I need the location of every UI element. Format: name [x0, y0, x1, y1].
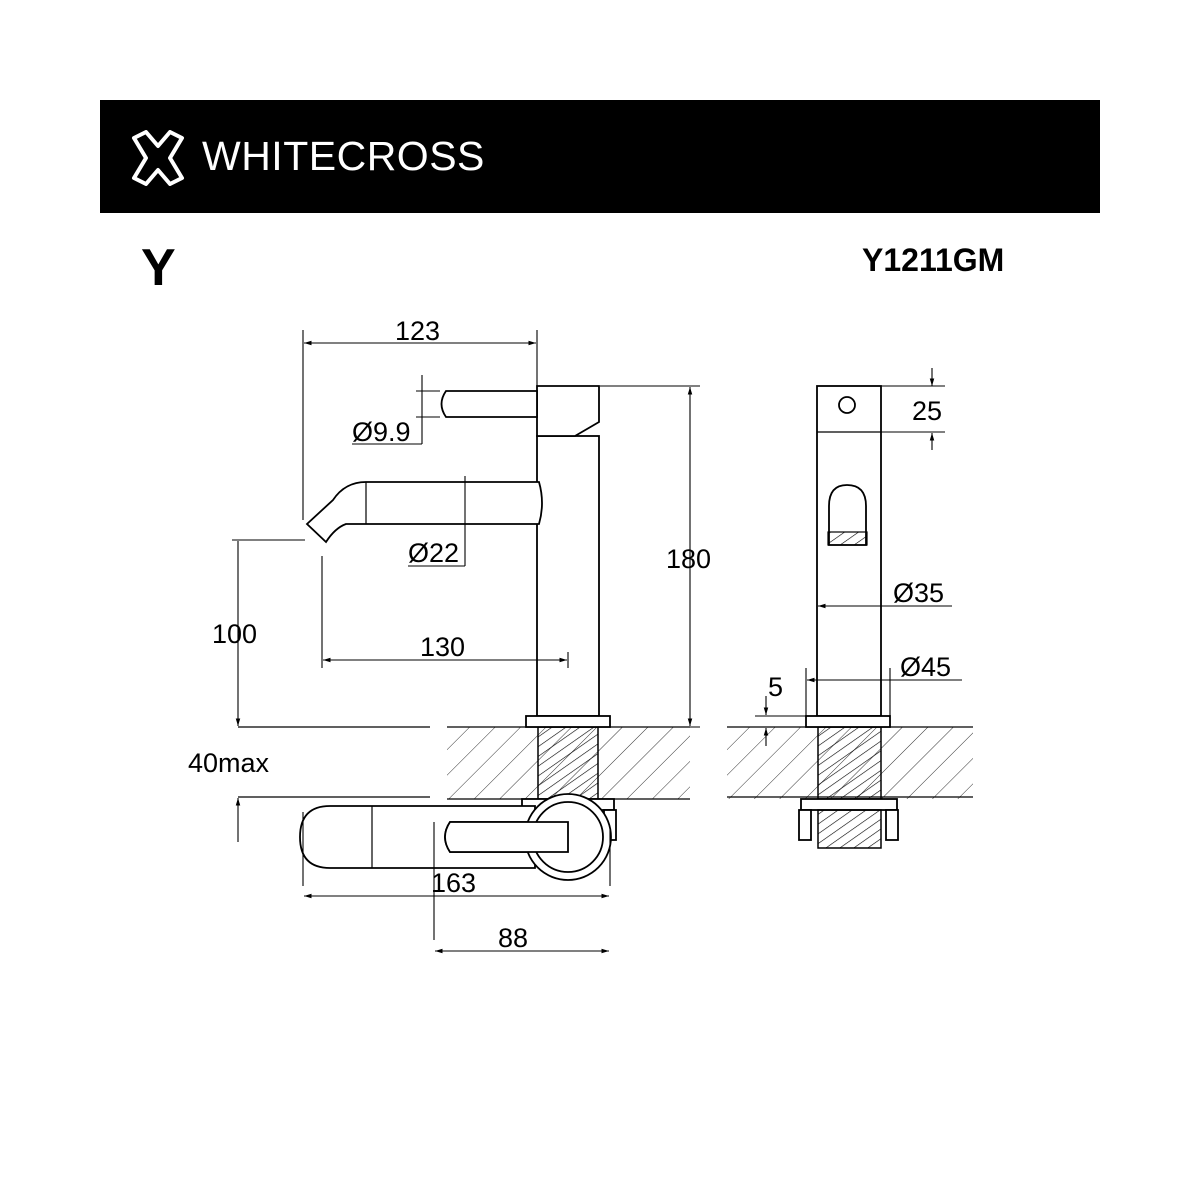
base-ring-side	[805, 715, 891, 728]
brand-name: WHITECROSS	[202, 133, 485, 179]
dim-spout-height: 100	[212, 619, 257, 649]
threaded-shank-front	[537, 726, 599, 800]
plan-view: 163 88	[299, 793, 612, 954]
brand-banner: WHITECROSS	[100, 100, 1100, 213]
faucet-body-front	[536, 435, 600, 717]
base-ring-front	[525, 715, 611, 728]
dim-plan-handle: 88	[498, 923, 528, 953]
dim-total-height: 180	[666, 544, 711, 574]
aerator-icon	[827, 531, 868, 546]
faucet-body-side	[816, 385, 882, 717]
spout-outlet-side	[828, 484, 867, 546]
dim-deck-thickness: 40max	[188, 748, 270, 778]
dim-spout-reach: 130	[420, 632, 465, 662]
dim-spout-diameter: Ø22	[408, 538, 459, 568]
lever-hub-side	[838, 396, 856, 414]
whitecross-x-logo-icon	[132, 130, 184, 186]
threaded-shank-side	[817, 726, 882, 800]
handle-cap-front	[536, 385, 600, 437]
dim-spout-reach-top: 123	[395, 316, 440, 346]
lever-handle-front	[440, 390, 538, 418]
mounting-nut-side	[800, 798, 898, 811]
series-label: Y	[141, 239, 176, 297]
dim-lever-diameter: Ø9.9	[352, 417, 411, 447]
side-elevation: 25 Ø35 Ø45 5	[727, 368, 973, 849]
dim-base-thickness: 5	[768, 672, 783, 702]
spout-front	[305, 481, 543, 544]
dim-base-diameter: Ø45	[900, 652, 951, 682]
dim-plan-length: 163	[431, 868, 476, 898]
dim-handle-height: 25	[912, 396, 942, 426]
model-number: Y1211GM	[862, 242, 1005, 278]
front-elevation: 123 Ø9.9 Ø22 180 100 130	[188, 316, 711, 849]
dim-body-diameter: Ø35	[893, 578, 944, 608]
